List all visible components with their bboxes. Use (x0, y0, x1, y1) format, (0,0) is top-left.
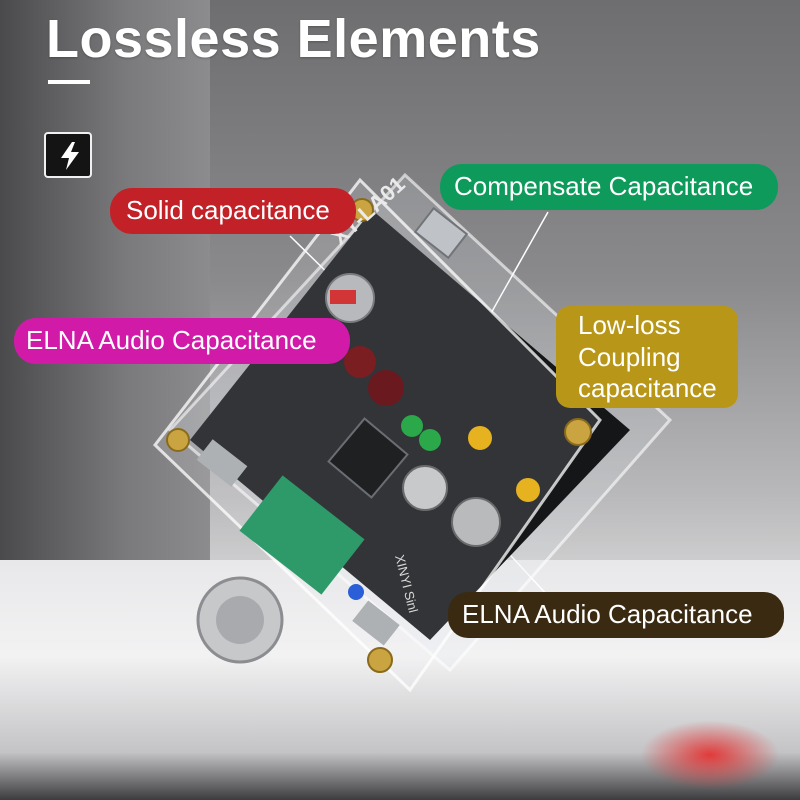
elna-cap-2 (368, 370, 404, 406)
title-underline (48, 80, 90, 84)
green-cap-1 (401, 415, 423, 437)
callout-solid-capacitance: Solid capacitance (110, 188, 356, 234)
standoff-right (564, 418, 592, 446)
elna-cap-1 (344, 346, 376, 378)
callout-low-loss-coupling-capacitance: Low-loss Coupling capacitance (556, 306, 738, 408)
volume-knob-cap (216, 596, 264, 644)
callout-low-loss-line3: capacitance (578, 373, 717, 404)
yellow-cap-2 (516, 478, 540, 502)
standoff-left (166, 428, 190, 452)
usb-port (413, 206, 469, 260)
page-title: Lossless Elements (46, 9, 541, 69)
callout-elna-audio-capacitance-top: ELNA Audio Capacitance (14, 318, 350, 364)
callout-elna-audio-capacitance-bottom: ELNA Audio Capacitance (448, 592, 784, 638)
solid-capacitor-band (330, 290, 356, 304)
callout-low-loss-line1: Low-loss (578, 310, 681, 340)
background-wall (0, 0, 210, 600)
background-red-blur (640, 720, 780, 790)
standoff-bottom (367, 647, 393, 673)
green-cap-2 (419, 429, 441, 451)
type-c-port (196, 439, 248, 487)
lightning-bolt-icon (44, 132, 92, 178)
yellow-cap-1 (468, 426, 492, 450)
elna-cap-4 (451, 497, 501, 547)
type-c-port-2 (352, 600, 400, 646)
blue-led (348, 584, 364, 600)
elna-cap-3 (402, 465, 448, 511)
potentiometer (239, 475, 365, 595)
callout-low-loss-line2: Coupling (578, 341, 681, 372)
audio-chip (327, 417, 409, 499)
callout-compensate-capacitance: Compensate Capacitance (440, 164, 778, 210)
